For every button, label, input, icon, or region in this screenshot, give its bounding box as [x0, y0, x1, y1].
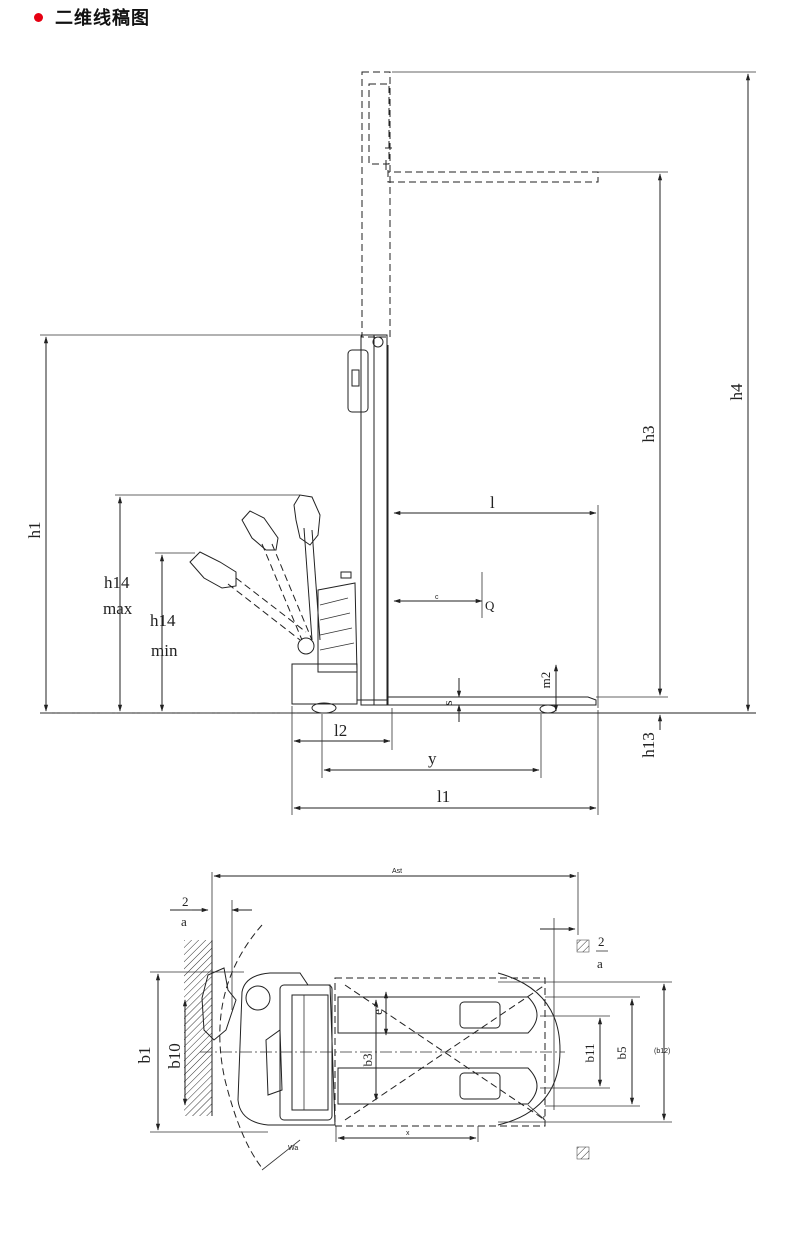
- drive-wheel: [311, 702, 337, 714]
- fork-top-upper: [337, 996, 538, 1034]
- load-wheel: [539, 704, 557, 714]
- dim-e-label: e: [370, 1009, 385, 1015]
- tiller-handle: [189, 494, 321, 655]
- fork-top-lower: [337, 1067, 538, 1105]
- dim-l1-label: l1: [437, 787, 450, 806]
- controller-box: [347, 349, 369, 413]
- battery-body: [317, 582, 358, 673]
- fork-lowered: [387, 696, 597, 706]
- chassis: [291, 663, 358, 705]
- dim-c-label: c: [435, 594, 439, 601]
- load-Q-label: Q: [485, 598, 495, 613]
- hatch-marker-icon: [576, 1146, 590, 1160]
- section-header: 二维线稿图: [34, 4, 150, 30]
- dim-m2-label: m2: [538, 672, 553, 689]
- dim-x-label: x: [406, 1130, 410, 1137]
- left-two-label: 2: [182, 894, 189, 909]
- dim-h13-label: h13: [639, 732, 658, 758]
- right-a-label: a: [597, 956, 603, 971]
- dim-r-label: r: [543, 1115, 546, 1122]
- top-view: Ast 2 a 2 a Wa: [135, 868, 672, 1171]
- truck-body-top: [237, 972, 336, 1126]
- tiller-top: [201, 967, 237, 1041]
- dim-h14-max-label: h14: [104, 573, 130, 592]
- section-title: 二维线稿图: [55, 8, 150, 29]
- mast-extended: [361, 71, 391, 338]
- turning-arc: [219, 924, 263, 1169]
- dim-b5-label: b5: [614, 1047, 629, 1060]
- dim-h4-label: h4: [727, 383, 746, 401]
- dim-s-label: s: [440, 700, 455, 705]
- wall-hatch: [184, 940, 212, 1116]
- dim-h3-label: h3: [639, 426, 658, 443]
- dim-b1-label: b1: [135, 1047, 154, 1064]
- dim-Ast-label: Ast: [392, 868, 402, 875]
- dim-l2-label: l2: [334, 721, 347, 740]
- left-a-label: a: [181, 914, 187, 929]
- hatch-marker-icon: [576, 939, 590, 953]
- dim-b11-label: b11: [582, 1043, 597, 1062]
- dim-Wa-label: Wa: [288, 1145, 298, 1152]
- dim-h1-label: h1: [25, 522, 44, 539]
- dim-y-label: y: [428, 749, 437, 768]
- dim-min-label: min: [151, 641, 178, 660]
- fork-raised: [387, 170, 599, 183]
- load-arc: [497, 972, 561, 1126]
- dim-b12-label: (b12): [654, 1048, 670, 1055]
- dim-l-label: l: [490, 493, 495, 512]
- side-view: h1 h14 max h14 min h4 h3 h13 l c Q: [25, 71, 756, 815]
- dim-b3-label: b3: [360, 1054, 375, 1067]
- dim-max-label: max: [103, 599, 133, 618]
- dim-b10-label: b10: [165, 1043, 184, 1069]
- right-two-label: 2: [598, 934, 605, 949]
- bullet-dot-icon: [34, 12, 43, 22]
- dim-h14-min-label: h14: [150, 611, 176, 630]
